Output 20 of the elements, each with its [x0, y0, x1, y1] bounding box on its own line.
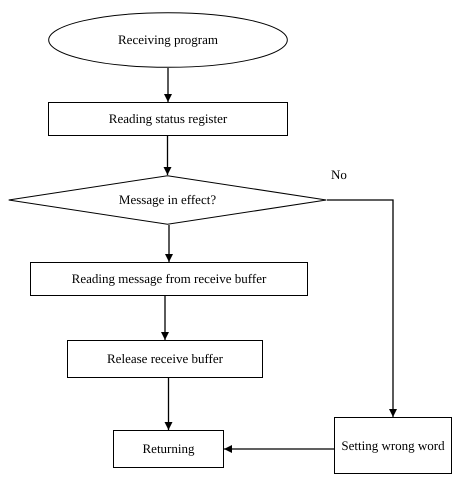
- arrow: [164, 378, 172, 430]
- node-label: Reading status register: [108, 110, 228, 128]
- process-box: [30, 262, 308, 296]
- process-box: [67, 340, 263, 378]
- node-label: Reading message from receive buffer: [72, 270, 266, 288]
- node-label: Message in effect?: [118, 191, 216, 209]
- arrow: [161, 296, 169, 340]
- arrow: [224, 445, 334, 453]
- node-label: Release receive buffer: [107, 350, 223, 368]
- process-box: [48, 102, 288, 136]
- node-label: Returning: [142, 440, 194, 458]
- process-box: [113, 430, 224, 468]
- arrow: [164, 136, 172, 175]
- node-label: Setting wrong word: [341, 436, 445, 454]
- arrow: [165, 225, 173, 262]
- node-label: Receiving program: [118, 31, 218, 49]
- arrow: [164, 68, 172, 102]
- edge-label: No: [329, 168, 349, 181]
- process-box: [334, 417, 452, 474]
- arrow: [327, 199, 397, 417]
